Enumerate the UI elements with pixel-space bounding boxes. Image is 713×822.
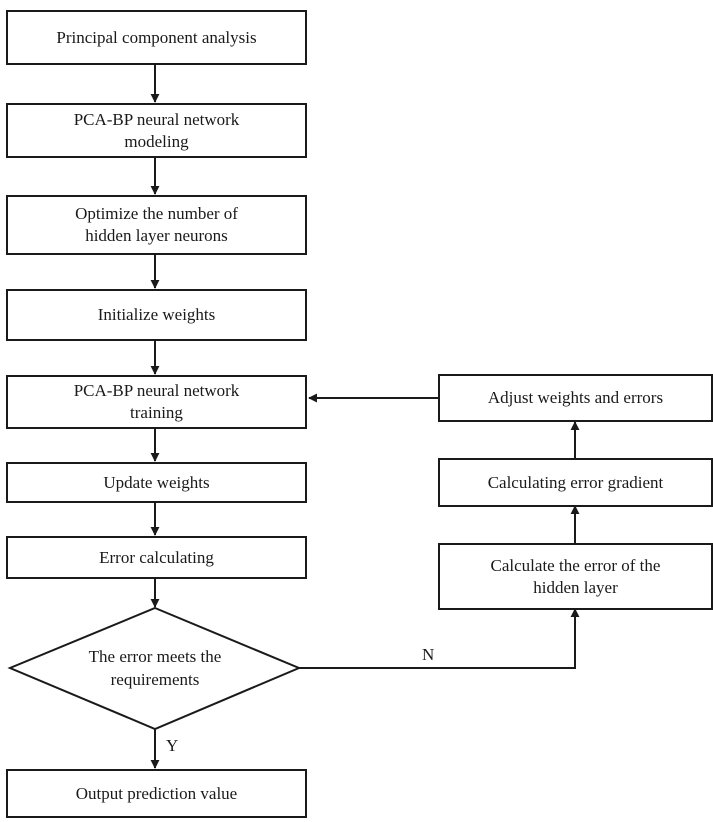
arrow-decision-to-hidden-error: [299, 608, 580, 669]
step-training-line-1: PCA-BP neural network: [73, 381, 240, 400]
step-modeling-line-2: modeling: [124, 131, 189, 151]
step-pca-label: Principal component analysis: [56, 27, 257, 47]
step-modeling: PCA-BP neural network modeling: [6, 103, 307, 158]
no-label: N: [422, 645, 435, 664]
step-optimize-line-2: hidden layer neurons: [85, 226, 228, 245]
step-optimize-line-1: Optimize the number of: [75, 204, 238, 223]
step-error: Error calculating: [6, 536, 307, 579]
step-hidden-error-line-1: Calculate the error of the: [490, 555, 661, 575]
step-hidden-error-line-2: hidden layer: [533, 577, 618, 597]
step-gradient: Calculating error gradient: [438, 458, 713, 507]
step-error-label: Error calculating: [99, 547, 214, 567]
decision-line-1: The error meets the: [88, 647, 222, 666]
step-training-line-2: training: [130, 403, 183, 422]
step-adjust-label: Adjust weights and errors: [487, 388, 664, 407]
decision-label: The error meets the requirements: [45, 640, 265, 696]
step-pca: Principal component analysis: [6, 10, 307, 65]
step-update-label: Update weights: [103, 472, 210, 492]
step-output-label: Output prediction value: [75, 783, 238, 803]
step-training: PCA-BP neural network training: [6, 375, 307, 429]
step-update: Update weights: [6, 462, 307, 503]
yes-label: Y: [166, 736, 179, 755]
step-gradient-label: Calculating error gradient: [487, 472, 664, 492]
step-init-label: Initialize weights: [97, 305, 216, 324]
step-modeling-line-1: PCA-BP neural network: [73, 109, 240, 129]
decision-line-2: requirements: [110, 670, 200, 689]
decision-diamond: [7, 606, 302, 731]
step-optimize: Optimize the number of hidden layer neur…: [6, 195, 307, 255]
step-hidden-error: Calculate the error of the hidden layer: [438, 543, 713, 610]
step-init: Initialize weights: [6, 289, 307, 341]
step-adjust: Adjust weights and errors: [438, 374, 713, 422]
step-output: Output prediction value: [6, 769, 307, 818]
